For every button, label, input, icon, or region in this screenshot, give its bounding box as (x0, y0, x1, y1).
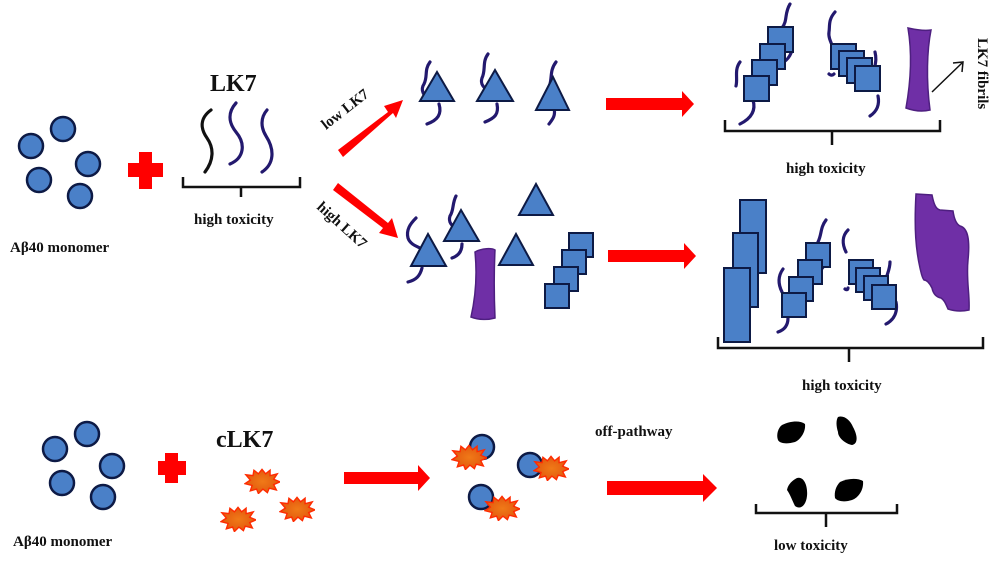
high-lk7-products (723, 193, 970, 343)
complex (467, 483, 520, 521)
oligomer (418, 60, 456, 126)
monomer (74, 150, 102, 178)
high-branch-toxicity-label: high toxicity (802, 378, 882, 394)
monomer-label-bottom: Aβ40 monomer (13, 534, 112, 550)
clk7-label: cLK7 (216, 427, 273, 453)
triangle-oligomer (517, 181, 555, 216)
monomer (89, 483, 117, 511)
arrow-off-pathway (607, 474, 717, 502)
off-pathway-label: off-pathway (595, 424, 673, 440)
lk7-toxicity-label: high toxicity (194, 212, 274, 228)
clk7-particle (279, 496, 315, 522)
complex (451, 433, 496, 470)
plus-icon (158, 453, 186, 483)
monomer (66, 182, 94, 210)
abeta40-monomers-top (17, 115, 102, 210)
low-lk7-oligomers (418, 52, 571, 126)
aggregate (787, 477, 808, 508)
plus-icon (128, 152, 163, 189)
fibril-block (743, 75, 770, 102)
abeta-clk7-complexes (451, 433, 569, 521)
fibril-block (871, 284, 897, 310)
high-lk7-mixture (405, 181, 594, 321)
lk7-label: LK7 (210, 71, 257, 97)
arrow-to-complex (344, 465, 430, 491)
arrow-to-fibrils-low (606, 91, 694, 117)
brace (754, 504, 899, 527)
abeta40-monomers-bottom (41, 420, 126, 511)
complex (516, 451, 569, 481)
peptide-chain (228, 101, 244, 166)
fibril-stack (776, 218, 831, 334)
triangle-oligomer (497, 231, 535, 266)
peptide-chain (260, 108, 274, 174)
oligomer (405, 216, 448, 284)
monomer (17, 132, 45, 160)
clk7-particle (244, 468, 280, 494)
oligomer (442, 194, 481, 260)
monomer (73, 420, 101, 448)
arrow-to-fibrils-high (608, 243, 696, 269)
lk7-peptide-chains (200, 101, 274, 174)
brace (723, 120, 942, 145)
clk7-particle (220, 506, 256, 532)
lk7-fibril-aggregate (914, 193, 970, 312)
fibril-stack (841, 228, 899, 326)
monomer-label-top: Aβ40 monomer (10, 240, 109, 256)
fibril-block (781, 292, 807, 318)
clk7-toxicity-label: low toxicity (774, 538, 848, 554)
low-lk7-fibril-stack-1 (734, 2, 794, 126)
monomer (98, 452, 126, 480)
aggregate (836, 416, 857, 445)
fibril-block (854, 65, 881, 92)
peptide-chain (200, 108, 214, 174)
brace (181, 177, 302, 197)
aggregate (777, 421, 806, 444)
low-branch-toxicity-label: high toxicity (786, 161, 866, 177)
fibril-column (723, 267, 751, 343)
lk7-fibril (905, 27, 932, 112)
brace (716, 337, 985, 362)
fibril-pointer-arrow (931, 61, 964, 93)
arrow-high-lk7 (333, 183, 398, 238)
arrow-low-lk7 (338, 100, 403, 157)
amorphous-aggregates (777, 416, 864, 508)
aggregate (834, 478, 864, 502)
monomer (48, 469, 76, 497)
clk7-particles (220, 468, 315, 532)
oligomer (475, 52, 515, 124)
oligomer (534, 60, 571, 126)
low-lk7-label: low LK7 (319, 86, 373, 133)
fibril-block (544, 283, 570, 309)
lk7-fibrils-label: LK7 fibrils (974, 38, 990, 109)
lk7-fibril (470, 247, 496, 321)
low-lk7-fibril-stack-2 (827, 10, 881, 118)
monomer (25, 166, 53, 194)
monomer (49, 115, 77, 143)
monomer (41, 435, 69, 463)
